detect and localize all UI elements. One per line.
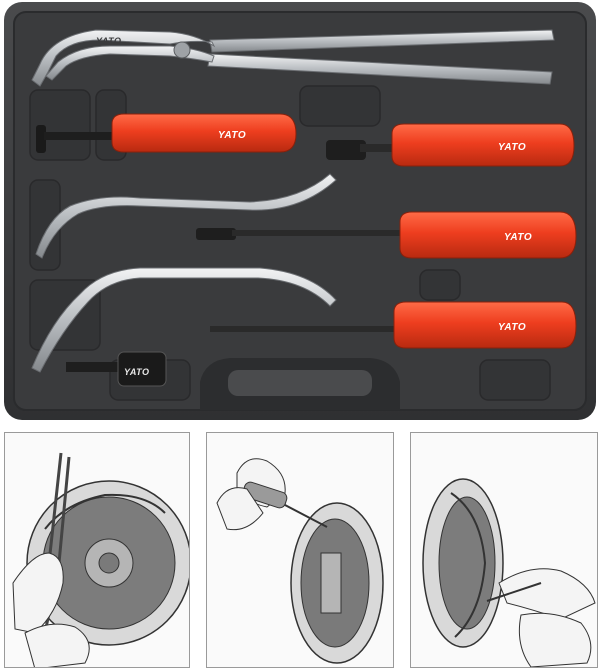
screwdriver-straight[interactable]: YATO <box>196 211 577 259</box>
pliers-brand-label: YATO <box>96 36 122 46</box>
tool-brand-label: YATO <box>498 142 526 153</box>
screwdriver-bent[interactable]: YATO <box>210 301 577 349</box>
usage-illustration-3 <box>410 432 598 668</box>
tool-brand-label: YATO <box>504 232 532 243</box>
screwdriver-hook[interactable]: YATO <box>36 113 297 153</box>
pry-bar-lower[interactable] <box>31 267 337 373</box>
usage-illustration-1 <box>4 432 190 668</box>
tool-brand-label: YATO <box>124 367 150 377</box>
usage-illustration-2 <box>206 432 394 668</box>
pliers-on-brake-drum-drawing <box>12 452 189 667</box>
spring-cap-tool[interactable]: YATO <box>66 351 167 387</box>
pry-bar-upper[interactable] <box>35 173 337 259</box>
screwdriver-on-brake-shoe-drawing <box>216 458 384 664</box>
tool-brand-label: YATO <box>218 130 246 141</box>
case-compartments <box>29 85 551 401</box>
tool-case: YATO YATO YATO YATO YATO YATO <box>4 2 596 420</box>
hook-tool-on-backing-plate-drawing <box>422 478 596 667</box>
screwdriver-cup[interactable]: YATO <box>326 123 575 167</box>
tool-brand-label: YATO <box>498 322 526 333</box>
pliers[interactable]: YATO <box>31 29 555 87</box>
